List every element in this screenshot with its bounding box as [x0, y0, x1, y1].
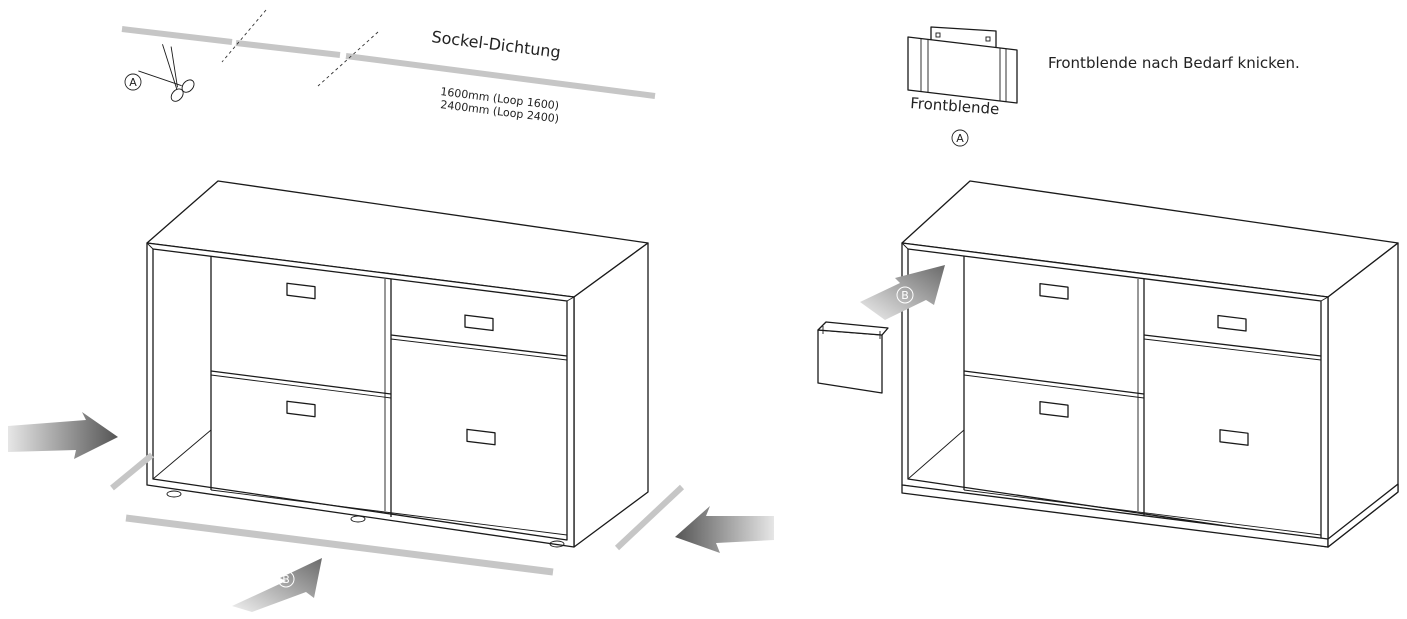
svg-text:A: A — [129, 76, 137, 89]
seal-strip-piece — [235, 40, 341, 58]
arrow-left-icon — [675, 506, 774, 553]
frontblende-instruction: Frontblende nach Bedarf knicken. — [1048, 54, 1300, 72]
cut-line — [221, 9, 267, 63]
drawer-handle — [466, 428, 496, 446]
marker-b-left: B — [277, 570, 295, 588]
cut-line — [317, 31, 379, 87]
seal-strip-group — [121, 9, 656, 99]
scissors-icon — [138, 44, 195, 102]
svg-text:B: B — [282, 573, 290, 586]
marker-b-right: B — [896, 286, 914, 304]
drawer-handle — [1217, 314, 1247, 332]
svg-text:A: A — [956, 132, 964, 145]
seal-strip-piece — [345, 53, 656, 99]
cabinet-side — [573, 242, 649, 548]
arrow-up-icon — [232, 558, 322, 612]
drawer-handle — [464, 314, 494, 332]
arrow-up-icon — [860, 265, 945, 320]
arrow-right-icon — [8, 412, 118, 459]
cabinet-left — [146, 180, 649, 548]
seal-strip-right-side — [614, 484, 685, 551]
seal-strip-left-side — [110, 452, 154, 491]
seal-strip-piece — [121, 26, 233, 45]
svg-text:B: B — [901, 289, 909, 302]
seal-strip-front — [125, 514, 554, 576]
cabinet-side — [1327, 242, 1399, 548]
cabinet-right — [901, 180, 1399, 548]
drawer-handle — [1219, 429, 1249, 446]
drawer-handle — [286, 282, 316, 300]
drawer-handle — [1039, 401, 1069, 418]
plinth-panel — [817, 321, 889, 394]
drawer-handle — [1039, 283, 1069, 300]
marker-a-right: A — [951, 129, 969, 147]
seal-title: Sockel-Dichtung — [431, 27, 562, 62]
marker-a-left: A — [124, 73, 142, 91]
drawer-handle — [286, 400, 316, 418]
frontblende-part — [907, 26, 1018, 104]
